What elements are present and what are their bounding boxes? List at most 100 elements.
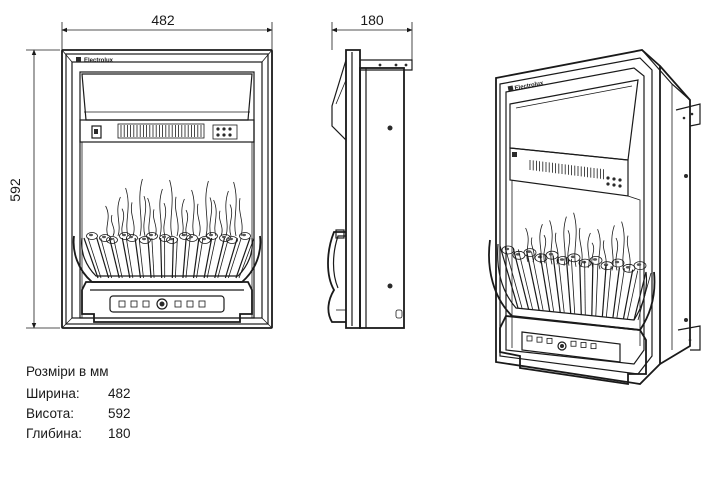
grate-bar-edge: [217, 237, 229, 279]
coal-shade: [102, 235, 106, 239]
flame: [229, 204, 233, 237]
flame: [105, 205, 109, 237]
height-label: 592: [7, 178, 23, 202]
grate-bar: [147, 237, 152, 279]
grate-bar-edge: [557, 256, 565, 313]
grate-bar: [83, 237, 99, 279]
coal-shade: [89, 233, 93, 237]
grate-bar: [601, 264, 607, 317]
grate-bar-edge: [517, 249, 533, 310]
spec-label: Ширина:: [26, 386, 80, 401]
grate-bar: [203, 237, 213, 279]
coal-shade: [603, 263, 609, 267]
flame: [130, 202, 135, 237]
grate-bar-edge: [570, 258, 576, 314]
grate-bar: [224, 237, 238, 279]
flame: [185, 209, 189, 237]
coal-shade: [129, 235, 133, 239]
grate-bar: [235, 237, 251, 279]
coal: [186, 234, 198, 242]
flame: [139, 178, 143, 237]
grate-bar: [192, 237, 200, 279]
specs-title: Розміри в мм: [26, 364, 109, 379]
flame: [117, 196, 121, 237]
grate-bar: [121, 237, 131, 279]
grate-bar-edge: [87, 237, 102, 279]
base-plinth: [81, 281, 253, 323]
flame: [225, 190, 229, 237]
heater-grill: [117, 123, 205, 139]
grate-bar-edge: [138, 237, 144, 279]
flame: [597, 229, 601, 270]
dimension-specs: Розміри в мм Ширина: 482 Висота: 592 Гли…: [26, 362, 131, 444]
coal-shade: [162, 235, 166, 239]
coal-shade: [548, 252, 554, 256]
depth-label: 180: [360, 12, 384, 28]
flame: [615, 237, 619, 271]
grate-bar: [171, 237, 174, 279]
flame: [169, 179, 173, 237]
spec-label: Глибина:: [26, 426, 82, 441]
grate-bar-edge: [595, 263, 599, 316]
spec-label: Висота:: [26, 406, 74, 421]
brand-text: Electrolux: [84, 58, 114, 64]
grate-bar: [182, 237, 187, 279]
coal: [199, 236, 211, 244]
flame: [554, 232, 559, 265]
coal-shade: [614, 260, 620, 264]
grate-bar-edge: [185, 237, 191, 279]
grate-bar-edge: [238, 237, 255, 279]
coal-shade: [636, 263, 642, 266]
base-button: [130, 300, 138, 308]
coal-shade: [592, 258, 598, 261]
flame: [205, 180, 209, 237]
grate-bar: [552, 255, 561, 313]
coal: [611, 258, 625, 268]
grate-bar-edge: [531, 251, 544, 311]
coal: [239, 232, 251, 240]
depth-dimension: 180: [331, 12, 413, 60]
coal-bed: [86, 232, 251, 244]
flame: [218, 210, 223, 237]
brand-text-perspective: Electrolux: [514, 80, 544, 92]
grate-bar-edge: [174, 237, 178, 279]
grate-bar-edge: [605, 265, 612, 317]
coal-shade: [222, 235, 226, 239]
height-dimension: 592: [7, 49, 60, 329]
flames: [105, 178, 243, 237]
spec-row-depth: Глибина: 180: [26, 424, 131, 444]
grate-bar-edge: [151, 237, 155, 279]
base-button: [118, 300, 126, 308]
coal-shade: [122, 233, 126, 237]
coal: [545, 250, 559, 260]
coal-shade: [526, 250, 532, 253]
front-view: 482 592 Electrolux: [7, 12, 273, 329]
grate-bar: [525, 250, 540, 311]
flame: [110, 214, 115, 237]
flame: [238, 198, 243, 237]
coal: [523, 248, 537, 258]
flame: [191, 189, 195, 237]
grate-bar: [134, 237, 142, 279]
grate-bar-edge: [616, 268, 625, 318]
side-view: 180: [327, 12, 413, 329]
flame: [563, 216, 567, 266]
width-label: 482: [151, 12, 175, 28]
grate-bar-edge: [228, 237, 242, 279]
flame: [159, 188, 163, 237]
flame: [578, 227, 583, 267]
grate-bar: [160, 237, 163, 279]
base-button: [536, 336, 543, 343]
grate-bar-edge: [504, 246, 523, 309]
grate-bar: [499, 245, 519, 309]
coal-shade: [570, 255, 576, 259]
flame: [143, 195, 147, 237]
flame: [152, 209, 157, 237]
grate-bar: [622, 269, 634, 320]
base-button: [570, 340, 577, 347]
flame: [213, 199, 217, 237]
grate-bar: [214, 237, 226, 279]
flame: [587, 232, 591, 269]
coal-shade: [189, 235, 193, 239]
flame: [181, 198, 185, 237]
